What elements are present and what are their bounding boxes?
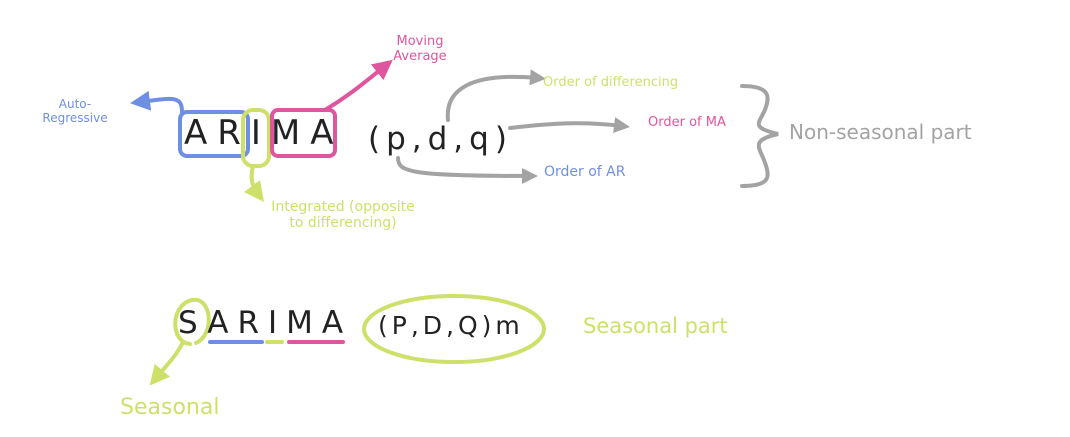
moving-average-line2: Average [393, 48, 447, 64]
differencing-arrow [445, 69, 546, 122]
integrated-line1: Integrated (opposite [271, 199, 415, 215]
order-of-ar-label: Order of AR [544, 164, 626, 180]
seasonal-part-label: Seasonal part [583, 314, 728, 338]
ma-order-arrow [508, 117, 630, 133]
moving-average-arrow [323, 59, 393, 112]
order-of-ma-label: Order of MA [648, 115, 726, 130]
auto-regressive-label: Auto- Regressive [30, 97, 120, 126]
ar-box [178, 110, 250, 158]
auto-regressive-line1: Auto- [58, 97, 92, 111]
curly-brace [740, 84, 779, 188]
arima-params: (p,d,q) [368, 121, 513, 157]
arima-word: ARIMA [184, 113, 344, 153]
i-box [241, 108, 271, 168]
sarima-word: SARIMA [178, 305, 353, 341]
integrated-line2: to differencing) [289, 215, 397, 232]
integrated-label: Integrated (opposite to differencing) [248, 199, 438, 231]
auto-regressive-arrow [130, 90, 184, 114]
seasonal-label: Seasonal [120, 395, 220, 420]
non-seasonal-part-label: Non-seasonal part [789, 120, 972, 144]
sarima-params: (P,D,Q)m [378, 311, 524, 340]
s-circle [173, 297, 211, 346]
order-of-differencing-label: Order of differencing [543, 75, 679, 90]
ma-box [270, 108, 337, 158]
moving-average-label: Moving Average [375, 34, 465, 65]
auto-regressive-line2: Regressive [42, 110, 108, 125]
seasonal-arrow [149, 342, 184, 386]
seasonal-params-ellipse [362, 294, 546, 364]
integrated-arrow [244, 164, 264, 203]
ar-order-arrow [396, 156, 538, 184]
moving-average-line1: Moving [396, 34, 444, 49]
